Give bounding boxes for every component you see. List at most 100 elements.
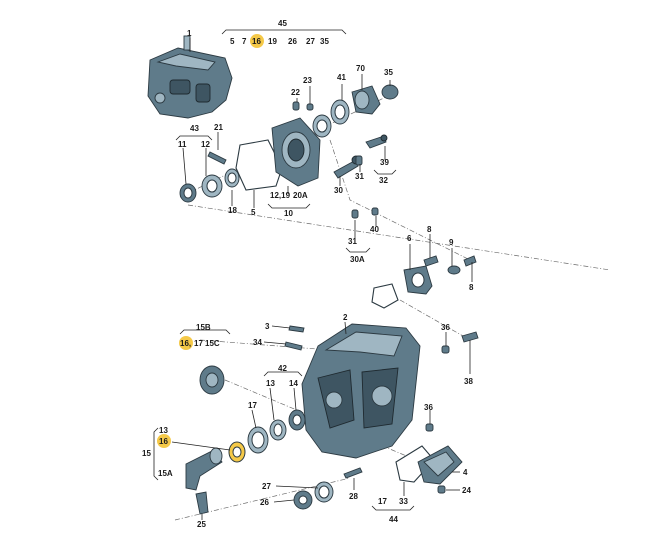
callout-17a: 17: [194, 339, 203, 348]
highlight-16-top: [250, 34, 264, 48]
bearing-14[interactable]: [288, 409, 306, 431]
callout-22: 22: [291, 88, 300, 97]
callout-15b: 15B: [196, 323, 211, 332]
callout-21: 21: [214, 123, 223, 132]
callout-33: 33: [399, 497, 408, 506]
callout-16a: 16: [252, 37, 261, 46]
ring-13[interactable]: [269, 419, 287, 441]
callout-30a: 30A: [350, 255, 365, 264]
callout-45: 45: [278, 19, 287, 28]
callout-1: 1: [187, 29, 192, 38]
callout-17b: 17: [248, 401, 257, 410]
callout-39: 39: [380, 158, 389, 167]
gasket-6[interactable]: [371, 283, 399, 309]
callout-16c: 16: [159, 437, 168, 446]
callout-9: 9: [449, 238, 454, 247]
bolt-22[interactable]: [292, 101, 300, 111]
gasket-5[interactable]: [235, 139, 283, 191]
callout-10: 10: [284, 209, 293, 218]
callout-2: 2: [343, 313, 348, 322]
pin-28[interactable]: [343, 467, 363, 479]
pin-31b[interactable]: [351, 209, 359, 219]
bolt-38[interactable]: [461, 331, 479, 343]
callout-70: 70: [356, 64, 365, 73]
ring-41[interactable]: [330, 99, 350, 125]
callout-34: 34: [253, 338, 262, 347]
callout-35a: 35: [320, 37, 329, 46]
group-brackets: [153, 29, 415, 511]
callout-23: 23: [303, 76, 312, 85]
ring-17[interactable]: [247, 426, 269, 454]
flange-shaft-15a[interactable]: [185, 447, 223, 491]
callout-labels: 1 45 5 7 16 19 26 27 35 22 23 41 70 35 4…: [142, 19, 474, 529]
callout-13a: 13: [266, 379, 275, 388]
callout-11: 11: [178, 140, 187, 149]
callout-8b: 8: [469, 283, 474, 292]
callout-5a: 5: [230, 37, 235, 46]
leader-lines: [171, 38, 473, 520]
bolt-36b[interactable]: [425, 423, 434, 432]
highlight-16-low: [157, 434, 171, 448]
bolt-3[interactable]: [288, 325, 305, 333]
bearing-26[interactable]: [293, 490, 313, 510]
callout-15c: 15C: [205, 339, 220, 348]
gearbox-housing-2[interactable]: [301, 323, 421, 459]
bearing-11[interactable]: [179, 183, 197, 203]
ring-18[interactable]: [224, 168, 240, 188]
bolt-25[interactable]: [195, 491, 209, 515]
bolt-31a[interactable]: [355, 155, 363, 166]
callout-38: 38: [464, 377, 473, 386]
bolt-8a[interactable]: [423, 255, 439, 267]
callout-26: 26: [288, 37, 297, 46]
bolt-36a[interactable]: [441, 345, 450, 354]
flange-housing-10[interactable]: [271, 117, 321, 187]
seal-ring[interactable]: [312, 114, 332, 138]
callout-44: 44: [389, 515, 398, 524]
callout-18: 18: [228, 206, 237, 215]
bolt-40[interactable]: [371, 207, 379, 216]
callout-3: 3: [265, 322, 270, 331]
callout-41: 41: [337, 73, 346, 82]
bearing-70[interactable]: [351, 85, 381, 115]
callout-15: 15: [142, 449, 151, 458]
bolt-34[interactable]: [284, 341, 303, 351]
callout-12-19: 12,19: [270, 191, 291, 200]
shift-housing-part[interactable]: [147, 35, 233, 119]
plug-35[interactable]: [381, 84, 399, 100]
callout-14: 14: [289, 379, 298, 388]
bolt-23[interactable]: [306, 103, 314, 111]
ring-27[interactable]: [314, 481, 334, 503]
callout-24: 24: [462, 486, 471, 495]
callout-43: 43: [190, 124, 199, 133]
callout-31b: 31: [348, 237, 357, 246]
callout-4: 4: [463, 468, 468, 477]
nut-9[interactable]: [447, 265, 461, 275]
switch-39[interactable]: [365, 134, 388, 149]
callout-19: 19: [268, 37, 277, 46]
flange-15b[interactable]: [199, 365, 225, 395]
bolt-8b[interactable]: [463, 255, 477, 267]
callout-8a: 8: [427, 225, 432, 234]
callout-12: 12: [201, 140, 210, 149]
callout-27b: 27: [262, 482, 271, 491]
callout-6: 6: [407, 234, 412, 243]
seal-16[interactable]: [228, 441, 246, 463]
callout-13b: 13: [159, 426, 168, 435]
callout-36a: 36: [441, 323, 450, 332]
callout-42: 42: [278, 364, 287, 373]
cover-4[interactable]: [417, 445, 463, 485]
callout-31a: 31: [355, 172, 364, 181]
callout-36b: 36: [424, 403, 433, 412]
callout-17c: 17: [378, 497, 387, 506]
callout-7: 7: [242, 37, 247, 46]
bolt-24[interactable]: [437, 485, 446, 494]
callout-25: 25: [197, 520, 206, 529]
callout-15a: 15A: [158, 469, 173, 478]
callout-28: 28: [349, 492, 358, 501]
cover-6[interactable]: [403, 265, 433, 295]
callout-26b: 26: [260, 498, 269, 507]
callout-40: 40: [370, 225, 379, 234]
bearing-12[interactable]: [201, 174, 223, 198]
pin-21[interactable]: [207, 151, 227, 165]
